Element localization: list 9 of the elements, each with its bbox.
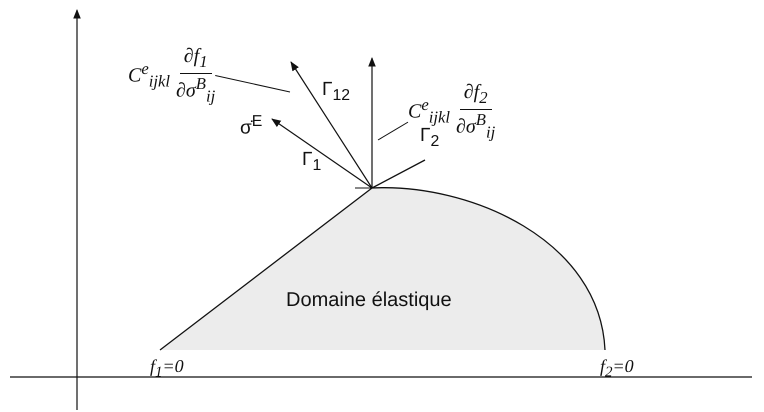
region-label: Domaine élastique — [286, 290, 452, 310]
equation-label: f$_{2}$=0 — [600, 357, 634, 381]
equation-label: f$_{1}$=0 — [150, 357, 184, 381]
leader-line — [214, 75, 290, 92]
curve-symbol: Γ$_{12}$ — [322, 80, 350, 104]
leader-line — [378, 122, 408, 140]
curve-symbol: Γ$_{2}$ — [420, 126, 440, 150]
stress-symbol: σ̇$^{E}$ — [240, 114, 262, 138]
curve-symbol: Γ$_{1}$ — [302, 150, 322, 174]
